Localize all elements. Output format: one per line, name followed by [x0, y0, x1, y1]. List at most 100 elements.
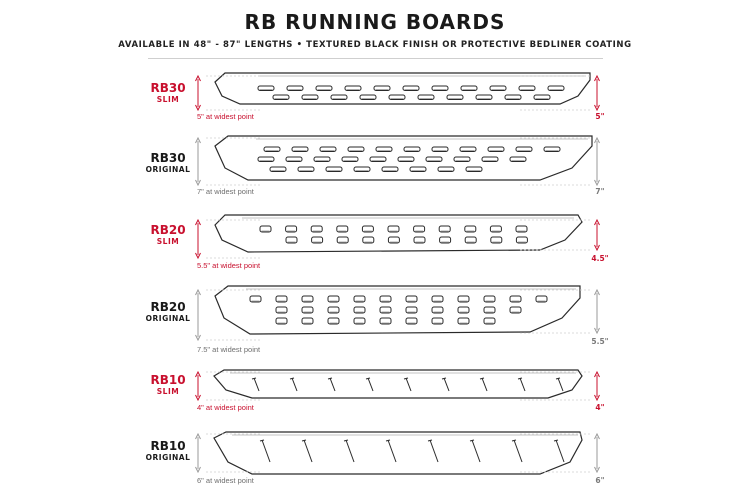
board-slot	[439, 236, 452, 244]
arrow-head	[195, 136, 201, 144]
board-slot	[515, 146, 533, 152]
rb20-original-board	[214, 285, 581, 335]
board-slot	[263, 146, 281, 152]
board-slot	[417, 94, 435, 100]
board-slot	[387, 225, 400, 233]
board-slot	[438, 225, 451, 233]
arrow-head	[594, 244, 600, 252]
groove-tick	[441, 377, 447, 380]
board-slot	[490, 236, 503, 244]
board-slot	[285, 156, 303, 162]
board-slot	[475, 94, 493, 100]
board-slot	[379, 317, 392, 325]
board-slot	[402, 85, 420, 91]
right-measure-label: 7"	[595, 187, 605, 196]
board-name: RB10 SLIM	[140, 374, 196, 395]
board-name: RB30 ORIGINAL	[140, 152, 196, 173]
right-measure-label: 5"	[595, 112, 605, 121]
groove-line	[367, 377, 374, 392]
arrow-head	[195, 394, 201, 402]
groove-line	[481, 377, 488, 392]
board-slot	[515, 225, 528, 233]
board-slot	[431, 146, 449, 152]
board-slot	[359, 94, 377, 100]
groove-tick	[511, 439, 517, 442]
rb10-original-board	[213, 431, 583, 475]
board-slot	[403, 146, 421, 152]
arrow-head	[594, 136, 600, 144]
groove-tick	[343, 439, 349, 442]
right-measure-label: 4.5"	[591, 254, 609, 263]
arrow-head	[195, 466, 201, 474]
arrow-head	[594, 104, 600, 112]
board-slot	[315, 85, 333, 91]
board-slot	[464, 225, 477, 233]
board-slot	[291, 146, 309, 152]
board-slot	[275, 295, 288, 303]
header-divider	[148, 58, 603, 59]
board-slot	[457, 295, 470, 303]
board-slot	[409, 166, 427, 172]
board-slot	[547, 85, 565, 91]
groove-tick	[553, 439, 559, 442]
widest-point-label: 6" at widest point	[197, 476, 254, 485]
groove-line	[513, 439, 523, 463]
board-slot	[301, 317, 314, 325]
board-slot	[379, 295, 392, 303]
board-slot	[311, 236, 324, 244]
arrow-head	[195, 334, 201, 342]
arrow-head	[594, 74, 600, 82]
board-slot	[464, 236, 477, 244]
board-slot	[347, 146, 365, 152]
board-slot	[465, 166, 483, 172]
board-slot	[325, 166, 343, 172]
widest-point-label: 7" at widest point	[197, 187, 254, 196]
board-slot	[489, 85, 507, 91]
groove-line	[303, 439, 313, 463]
board-slot	[301, 295, 314, 303]
rb10-slim-board	[213, 369, 583, 399]
arrow-head	[195, 370, 201, 378]
board-slot	[489, 225, 502, 233]
board-slot	[313, 156, 331, 162]
board-slot	[431, 295, 444, 303]
groove-line	[387, 439, 397, 463]
board-slot	[487, 146, 505, 152]
groove-line	[261, 439, 271, 463]
groove-line	[429, 439, 439, 463]
board-slot	[483, 317, 496, 325]
board-slot	[327, 295, 340, 303]
board-slot	[460, 85, 478, 91]
groove-tick	[555, 377, 561, 380]
board-slot	[327, 317, 340, 325]
board-slot	[457, 306, 470, 314]
right-measure-label: 5.5"	[591, 337, 609, 346]
board-slot	[373, 85, 391, 91]
board-slot	[257, 85, 275, 91]
board-slot	[535, 295, 548, 303]
board-slot	[509, 306, 522, 314]
board-slot	[533, 94, 551, 100]
board-model: RB20	[150, 223, 186, 237]
board-slot	[353, 317, 366, 325]
board-slot	[275, 306, 288, 314]
board-slot	[259, 225, 272, 233]
groove-line	[555, 439, 565, 463]
board-slot	[362, 236, 375, 244]
board-slot	[379, 306, 392, 314]
board-slot	[397, 156, 415, 162]
groove-line	[557, 377, 564, 392]
arrow-head	[195, 288, 201, 296]
board-slot	[336, 236, 349, 244]
arrow-head	[594, 432, 600, 440]
board-slot	[446, 94, 464, 100]
board-slot	[483, 306, 496, 314]
board-slot	[275, 317, 288, 325]
board-slot	[353, 306, 366, 314]
groove-tick	[385, 439, 391, 442]
groove-line	[329, 377, 336, 392]
board-slot	[425, 156, 443, 162]
board-slot	[353, 166, 371, 172]
board-slot	[369, 156, 387, 162]
page-title: RB RUNNING BOARDS	[244, 10, 506, 34]
